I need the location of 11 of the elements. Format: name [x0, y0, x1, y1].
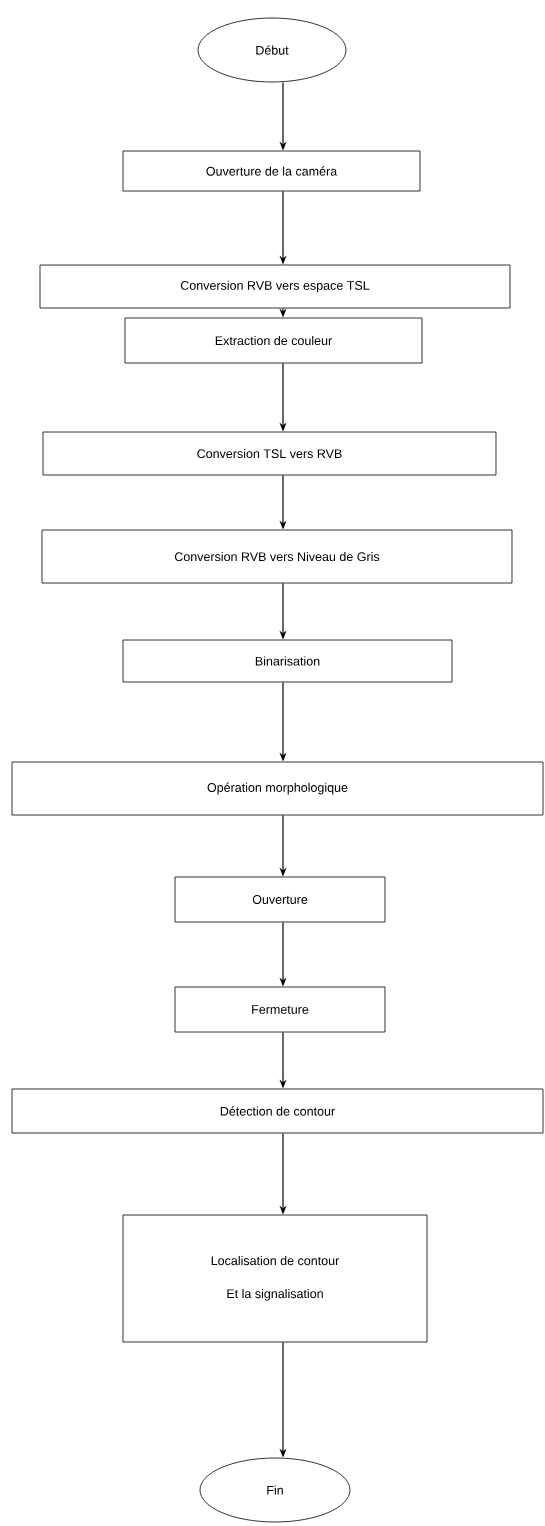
process-box: Ouverture [174, 876, 386, 923]
process-box: Extraction de couleur [124, 317, 423, 364]
process-box: Conversion RVB vers espace TSL [39, 264, 511, 309]
process-box: Ouverture de la caméra [122, 150, 421, 192]
process-box: Conversion TSL vers RVB [42, 431, 497, 476]
process-box: Opération morphologique [11, 761, 544, 816]
process-box: Détection de contour [11, 1088, 544, 1134]
process-box: Binarisation [122, 639, 453, 683]
process-box: Localisation de contour Et la signalisation [122, 1214, 428, 1343]
process-box: Fermeture [174, 986, 386, 1033]
process-box: Conversion RVB vers Niveau de Gris [41, 529, 513, 584]
